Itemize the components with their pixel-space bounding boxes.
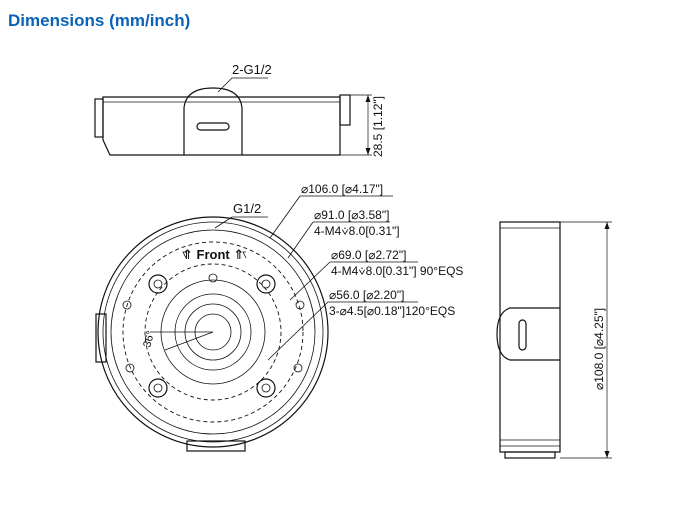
right-diameter-dim: ⌀108.0 [⌀4.25"] bbox=[592, 308, 606, 390]
front-label: ⇑ Front ⇑ bbox=[182, 247, 244, 262]
page-title: Dimensions (mm/inch) bbox=[8, 11, 191, 30]
side-height-dim: 28.5 [1.12"] bbox=[371, 96, 385, 157]
dim-outer-diameter: ⌀106.0 [⌀4.17"] bbox=[301, 182, 383, 196]
mounting-bosses bbox=[122, 273, 305, 398]
dim-hole-circle-56: ⌀56.0 [⌀2.20"] bbox=[329, 288, 404, 302]
dim-bolt-spec-91: 4-M4⩒8.0[0.31"] bbox=[314, 224, 400, 238]
top-port-label: G1/2 bbox=[233, 201, 261, 216]
dim-bolt-circle-91: ⌀91.0 [⌀3.58"] bbox=[314, 208, 389, 222]
dim-bolt-spec-69: 4-M4⩒8.0[0.31"] 90°EQS bbox=[331, 264, 463, 278]
side-port-label: 2-G1/2 bbox=[232, 62, 272, 77]
top-view-dimensions: ⌀106.0 [⌀4.17"] ⌀91.0 [⌀3.58"] 4-M4⩒8.0[… bbox=[301, 182, 463, 318]
dim-hole-spec-56: 3-⌀4.5[⌀0.18"]120°EQS bbox=[329, 304, 455, 318]
dim-bolt-circle-69: ⌀69.0 [⌀2.72"] bbox=[331, 248, 406, 262]
angle-label: 36° bbox=[141, 330, 157, 349]
right-view: ⌀108.0 [⌀4.25"] bbox=[496, 221, 612, 459]
top-view: ⇑ Front ⇑ 36° G1/2 bbox=[95, 195, 418, 452]
side-view: 2-G1/2 28.5 [1.12"] bbox=[94, 62, 385, 157]
